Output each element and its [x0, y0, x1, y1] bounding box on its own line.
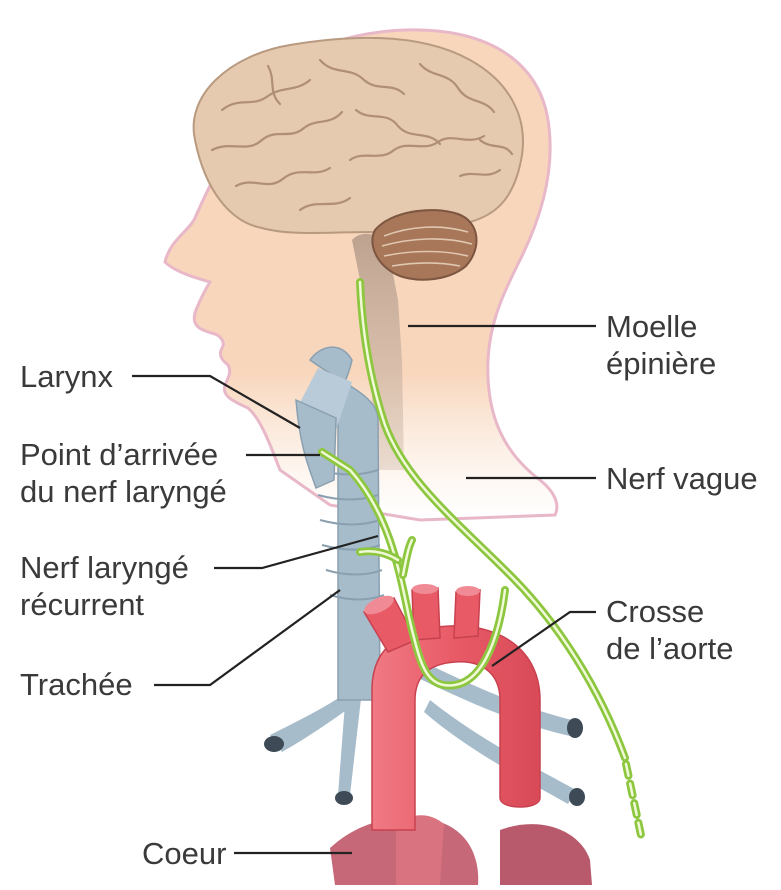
label-trachee: Trachée [20, 666, 133, 703]
heart [330, 815, 592, 885]
cerebellum [372, 210, 476, 280]
label-larynx: Larynx [20, 358, 113, 395]
aorta [362, 584, 540, 830]
label-crosse: Crosse de l’aorte [606, 593, 734, 667]
label-nerf-vague: Nerf vague [606, 460, 758, 497]
label-coeur: Coeur [142, 835, 226, 872]
brain [194, 38, 523, 233]
label-nerf-recurrent: Nerf laryngé récurrent [20, 549, 189, 623]
label-moelle: Moelle épinière [606, 308, 716, 382]
label-point-arrivee: Point d’arrivée du nerf laryngé [20, 436, 227, 510]
